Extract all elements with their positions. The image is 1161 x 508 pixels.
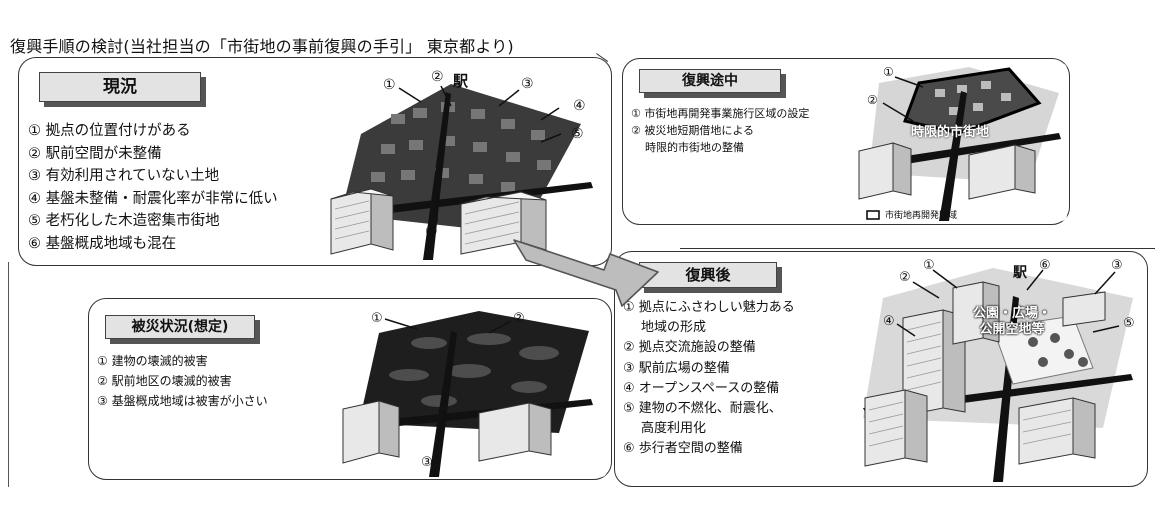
marker-2: ②	[431, 69, 444, 85]
heading-damage: 被災状況(想定)	[105, 315, 255, 339]
marker-5: ⑤	[571, 126, 584, 142]
list-item: ④ 基盤未整備・耐震化率が非常に低い	[28, 190, 278, 207]
list-item: ③ 有効利用されていない土地	[28, 168, 220, 185]
open-space-label-line2: 公開空地等	[979, 322, 1045, 337]
list-item: ② 駅前地区の壊滅的被害	[97, 374, 232, 388]
list-item: ① 市街地再開発事業施行区域の設定	[631, 107, 810, 120]
divider-line	[680, 248, 1155, 250]
after-illustration: ① ② 駅 ⑥ ③ ④ ⑤ 公園・広場・ 公開空地等	[843, 258, 1143, 482]
heading-current: 現況	[39, 72, 201, 102]
marker-3: ③	[1111, 258, 1123, 273]
marker-5: ⑤	[1123, 316, 1135, 331]
station-label: 駅	[453, 72, 469, 90]
page-title: 復興手順の検討(当社担当の「市街地の事前復興の手引」 東京都より)	[10, 37, 514, 56]
list-item: ③ 基盤概成地域は被害が小さい	[97, 394, 268, 408]
panel-current: 現況 ① 拠点の位置付けがある ② 駅前空間が未整備 ③ 有効利用されていない土…	[18, 57, 612, 266]
damage-list: ① 建物の壊滅的被害 ② 駅前地区の壊滅的被害 ③ 基盤概成地域は被害が小さい	[97, 351, 268, 411]
station-label: 駅	[1013, 265, 1027, 281]
open-space-label: 公園・広場・ 公開空地等	[973, 306, 1051, 338]
damage-illustration: ① ② ③	[329, 303, 607, 477]
list-item: ② 被災地短期借地による	[631, 124, 755, 137]
list-item: 時限的市街地の整備	[645, 141, 744, 154]
marker-1: ①	[883, 65, 894, 79]
list-item: ⑥ 基盤概成地域も混在	[28, 235, 177, 252]
midway-list: ① 市街地再開発事業施行区域の設定 ② 被災地短期借地による 時限的市街地の整備	[631, 105, 809, 156]
temporary-area-label: 時限的市街地	[911, 125, 990, 140]
current-list: ① 拠点の位置付けがある ② 駅前空間が未整備 ③ 有効利用されていない土地 ④…	[28, 120, 278, 256]
list-item: ⑤ 建物の不燃化、耐震化、	[623, 401, 782, 417]
marker-3: ③	[521, 76, 534, 92]
panel-midway: 復興途中 ① 市街地再開発事業施行区域の設定 ② 被災地短期借地による 時限的市…	[622, 58, 1070, 225]
marker-1: ①	[383, 77, 396, 93]
marker-1: ①	[923, 258, 935, 273]
list-item: ① 拠点の位置付けがある	[28, 123, 191, 139]
list-item: ② 拠点交流施設の整備	[623, 340, 756, 356]
marker-4: ④	[573, 98, 586, 114]
marker-3: ③	[421, 455, 433, 470]
marker-2: ②	[899, 270, 911, 285]
list-item: 地域の形成	[641, 320, 707, 336]
list-item: 高度利用化	[641, 421, 707, 437]
list-item: ② 駅前空間が未整備	[28, 145, 162, 162]
left-bracket	[8, 262, 10, 487]
marker-1: ①	[371, 311, 383, 326]
marker-4: ④	[883, 314, 895, 329]
marker-6: ⑥	[1039, 258, 1051, 273]
marker-2: ②	[867, 93, 878, 107]
list-item: ③ 駅前広場の整備	[623, 360, 730, 376]
marker-2: ②	[513, 311, 525, 326]
heading-after: 復興後	[639, 262, 777, 288]
open-space-label-line1: 公園・広場・	[973, 306, 1052, 321]
panel-damage: 被災状況(想定) ① 建物の壊滅的被害 ② 駅前地区の壊滅的被害 ③ 基盤概成地…	[88, 298, 612, 480]
current-illustration: 駅 ① ② ③ ④ ⑤ ⑥	[301, 64, 603, 260]
list-item: ⑥ 歩行者空間の整備	[623, 441, 743, 457]
marker-6: ⑥	[425, 224, 438, 240]
legend-label: 市街地再開発区域	[885, 211, 958, 221]
midway-illustration: ① ② 時限的市街地 市街地再開発区域	[849, 63, 1067, 221]
list-item: ④ オープンスペースの整備	[623, 380, 780, 396]
list-item: ① 拠点にふさわしい魅力ある	[623, 300, 795, 315]
panel-after: 復興後 ① 拠点にふさわしい魅力ある 地域の形成 ② 拠点交流施設の整備 ③ 駅…	[614, 251, 1148, 487]
list-item: ⑤ 老朽化した木造密集市街地	[28, 213, 220, 230]
after-list: ① 拠点にふさわしい魅力ある 地域の形成 ② 拠点交流施設の整備 ③ 駅前広場の…	[623, 298, 795, 460]
heading-midway: 復興途中	[639, 69, 781, 93]
list-item: ① 建物の壊滅的被害	[97, 354, 208, 368]
transition-arrow	[513, 239, 659, 307]
